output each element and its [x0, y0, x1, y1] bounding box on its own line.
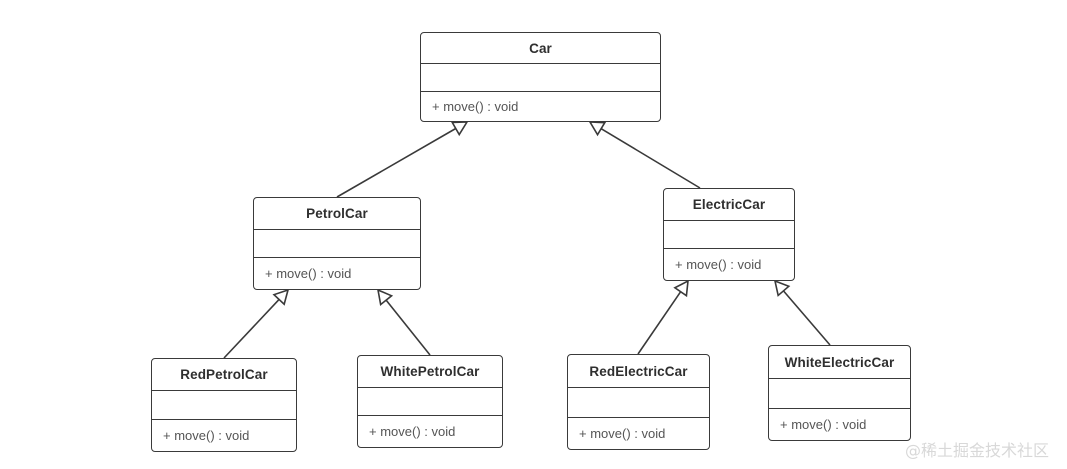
edge-redpetrolcar-petrolcar-arrowhead-icon [272, 288, 290, 306]
uml-operation-petrolcar: + move() : void [265, 266, 352, 281]
uml-class-name-whitepetrolcar: WhitePetrolCar [358, 356, 502, 388]
uml-attributes-petrolcar [254, 230, 420, 258]
edge-petrolcar-car-line [336, 127, 457, 198]
uml-class-name-electriccar: ElectricCar [664, 189, 794, 221]
uml-operation-redpetrolcar: + move() : void [163, 428, 250, 443]
uml-class-whitepetrolcar[interactable]: WhitePetrolCar + move() : void [357, 355, 503, 448]
uml-class-car[interactable]: Car + move() : void [420, 32, 661, 122]
edge-whitepetrolcar-petrolcar [376, 288, 431, 356]
uml-operation-whiteelectriccar: + move() : void [780, 417, 867, 432]
edge-electriccar-car-arrowhead-icon [588, 121, 607, 137]
uml-class-name-car: Car [421, 33, 660, 64]
uml-class-petrolcar[interactable]: PetrolCar + move() : void [253, 197, 421, 290]
uml-operation-electriccar: + move() : void [675, 257, 762, 272]
edge-electriccar-car [588, 121, 701, 189]
edge-whiteelectriccar-electriccar-line [782, 290, 831, 346]
uml-operation-whitepetrolcar: + move() : void [369, 424, 456, 439]
edge-redelectriccar-electriccar-arrowhead-icon [673, 279, 689, 298]
uml-class-redpetrolcar[interactable]: RedPetrolCar + move() : void [151, 358, 297, 452]
edge-whiteelectriccar-electriccar [773, 279, 831, 346]
watermark-label: @稀土掘金技术社区 [905, 441, 1050, 460]
edge-redpetrolcar-petrolcar [223, 288, 290, 359]
edge-electriccar-car-line [600, 128, 701, 189]
uml-class-electriccar[interactable]: ElectricCar + move() : void [663, 188, 795, 281]
uml-attributes-whiteelectriccar [769, 379, 910, 409]
uml-class-name-redelectriccar: RedElectricCar [568, 355, 709, 388]
uml-class-redelectriccar[interactable]: RedElectricCar + move() : void [567, 354, 710, 450]
edge-whitepetrolcar-petrolcar-line [385, 299, 431, 356]
uml-attributes-electriccar [664, 221, 794, 249]
uml-class-name-petrolcar: PetrolCar [254, 198, 420, 230]
edge-petrolcar-car-arrowhead-icon [450, 121, 469, 137]
edge-whitepetrolcar-petrolcar-arrowhead-icon [376, 288, 394, 306]
uml-operation-car: + move() : void [432, 99, 519, 114]
uml-class-name-redpetrolcar: RedPetrolCar [152, 359, 296, 391]
edge-redelectriccar-electriccar [637, 279, 689, 355]
uml-attributes-redpetrolcar [152, 391, 296, 420]
uml-attributes-whitepetrolcar [358, 388, 502, 416]
uml-class-name-whiteelectriccar: WhiteElectricCar [769, 346, 910, 379]
edge-redpetrolcar-petrolcar-line [223, 298, 280, 359]
edge-whiteelectriccar-electriccar-arrowhead-icon [773, 279, 791, 297]
uml-class-whiteelectriccar[interactable]: WhiteElectricCar + move() : void [768, 345, 911, 441]
edge-petrolcar-car [336, 121, 469, 198]
uml-operation-redelectriccar: + move() : void [579, 426, 666, 441]
uml-attributes-car [421, 64, 660, 92]
edge-redelectriccar-electriccar-line [637, 291, 682, 355]
uml-attributes-redelectriccar [568, 388, 709, 418]
